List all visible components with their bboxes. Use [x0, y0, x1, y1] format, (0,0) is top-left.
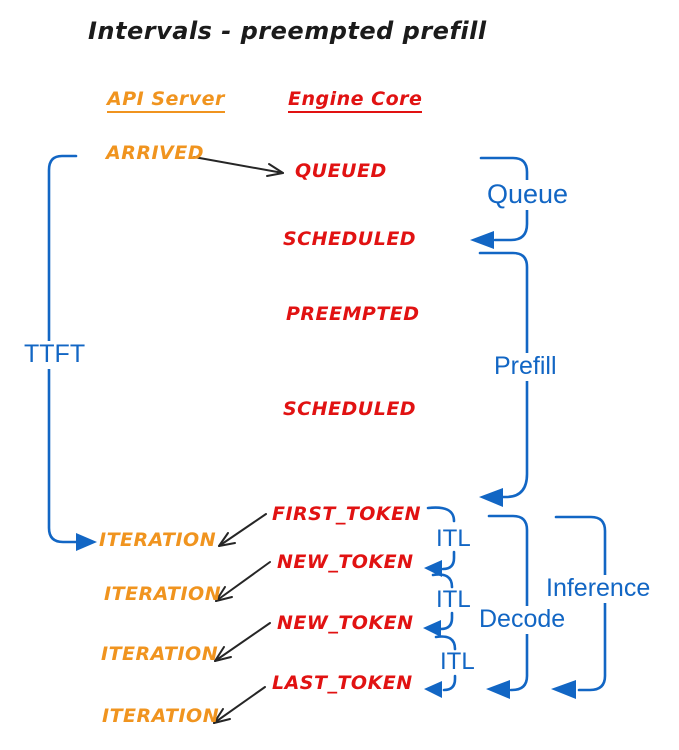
arrow-first-token-to-iteration1 [218, 513, 267, 547]
arrowhead-left-icon [218, 532, 236, 547]
itl3-arrowhead-left-icon [424, 681, 442, 698]
decode-arrowhead-left-icon [486, 680, 510, 699]
itl-bracket-1 [424, 506, 456, 577]
prefill-arrowhead-left-icon [479, 488, 503, 507]
itl2-arrowhead-left-icon [423, 620, 441, 637]
arrow-last-token-to-iteration4 [213, 686, 266, 724]
event-queued: QUEUED [295, 160, 387, 182]
event-scheduled-1: SCHEDULED [283, 228, 417, 250]
event-new-token-2: NEW_TOKEN [277, 612, 414, 634]
event-arrived: ARRIVED [106, 142, 204, 164]
itl-bracket-2 [423, 573, 454, 637]
event-iteration-2: ITERATION [104, 583, 222, 605]
decode-bracket [486, 514, 529, 699]
arrowhead-right-icon [266, 163, 284, 177]
queue-arrowhead-left-icon [470, 231, 494, 249]
event-preempted: PREEMPTED [286, 303, 420, 325]
event-new-token-1: NEW_TOKEN [277, 551, 414, 573]
arrow-new-token2-to-iteration3 [214, 622, 271, 662]
inference-bracket [551, 515, 607, 699]
interval-label-queue: Queue [484, 179, 572, 210]
interval-label-itl-1: ITL [436, 525, 471, 552]
event-iteration-4: ITERATION [102, 705, 220, 727]
interval-label-inference: Inference [543, 574, 654, 603]
interval-label-ttft: TTFT [21, 340, 89, 369]
column-header-api-server: API Server [107, 89, 225, 113]
ttft-arrowhead-right-icon [76, 533, 97, 551]
diagram-title: Intervals - preempted prefill [88, 17, 487, 45]
column-header-engine-core: Engine Core [288, 89, 423, 113]
event-scheduled-2: SCHEDULED [283, 398, 417, 420]
arrowhead-left-icon [215, 586, 233, 602]
event-iteration-1: ITERATION [99, 529, 217, 551]
arrowhead-left-icon [213, 708, 231, 724]
itl-bracket-3 [424, 635, 457, 698]
interval-label-itl-3: ITL [440, 648, 475, 675]
itl1-arrowhead-left-icon [424, 560, 442, 577]
interval-label-itl-2: ITL [436, 586, 471, 613]
interval-label-decode: Decode [476, 605, 569, 634]
event-last-token: LAST_TOKEN [272, 672, 413, 694]
event-iteration-3: ITERATION [101, 643, 219, 665]
arrow-new-token1-to-iteration2 [215, 561, 271, 602]
interval-label-prefill: Prefill [491, 352, 560, 381]
arrowhead-left-icon [214, 646, 232, 662]
event-first-token: FIRST_TOKEN [272, 503, 422, 525]
inference-arrowhead-left-icon [551, 680, 576, 699]
arrow-arrived-to-queued [193, 156, 284, 177]
